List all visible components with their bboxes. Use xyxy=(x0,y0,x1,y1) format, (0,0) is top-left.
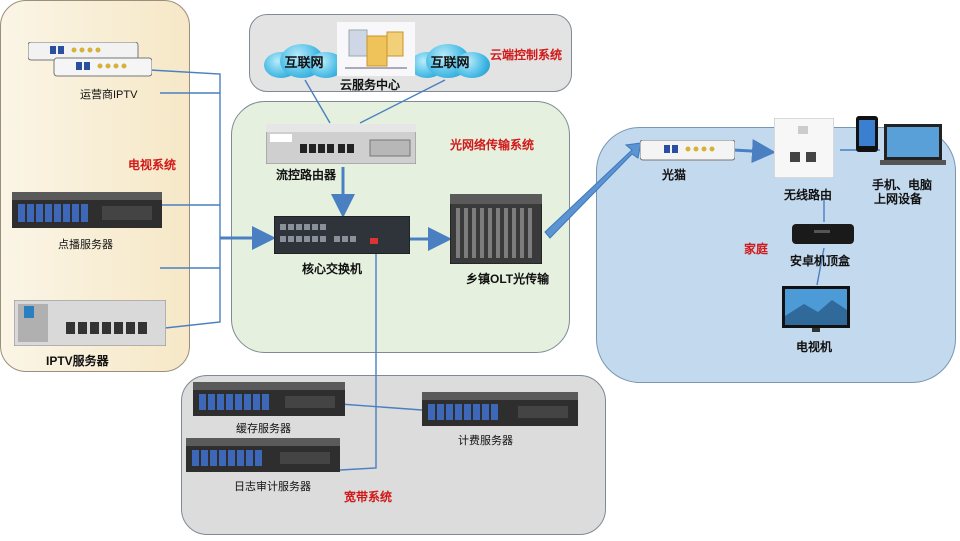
vod-server-label: 点播服务器 xyxy=(58,239,113,251)
iptv-server-label: IPTV服务器 xyxy=(46,354,109,368)
flow-router-icon xyxy=(265,123,417,169)
internet-left-label: 互联网 xyxy=(284,55,324,70)
phone-laptop-icon xyxy=(856,116,946,173)
billing-server-icon xyxy=(422,392,578,433)
internet-right-cloud-icon: 互联网 xyxy=(404,42,496,80)
wifi-router-icon xyxy=(773,117,835,183)
user-devices-label-line2: 上网设备 xyxy=(874,192,923,206)
home-label: 家庭 xyxy=(744,242,769,256)
iptv-operator-label: 运营商IPTV xyxy=(80,89,138,101)
log-server-icon xyxy=(186,438,340,479)
core-switch-label: 核心交换机 xyxy=(302,262,363,276)
billing-server-label: 计费服务器 xyxy=(458,435,513,447)
optical-system-label: 光网络传输系统 xyxy=(450,138,535,152)
cloud-system-label: 云端控制系统 xyxy=(490,48,563,62)
flow-router-label: 流控路由器 xyxy=(276,168,337,182)
internet-right-label: 互联网 xyxy=(430,55,470,70)
iptv-server-icon xyxy=(13,299,167,351)
core-switch-icon xyxy=(273,215,411,259)
onu-modem-icon xyxy=(639,139,736,167)
tv-system-label: 电视系统 xyxy=(128,158,177,172)
cloud-center-label: 云服务中心 xyxy=(340,78,401,92)
android-box-icon xyxy=(792,222,856,251)
user-devices-label-line1: 手机、电脑 xyxy=(872,178,933,192)
iptv-modem-icon xyxy=(27,41,153,83)
android-box-label: 安卓机顶盒 xyxy=(790,254,851,268)
vod-server-icon xyxy=(12,192,162,237)
broadband-system-label: 宽带系统 xyxy=(344,490,393,504)
onu-label: 光猫 xyxy=(662,168,687,182)
tv-icon xyxy=(782,286,852,339)
wifi-router-label: 无线路由 xyxy=(784,188,833,202)
olt-icon xyxy=(449,193,543,269)
tv-label: 电视机 xyxy=(796,340,833,354)
cache-server-icon xyxy=(193,382,345,423)
cache-server-label: 缓存服务器 xyxy=(236,423,291,435)
log-server-label: 日志审计服务器 xyxy=(234,481,311,493)
olt-label: 乡镇OLT光传输 xyxy=(466,272,550,286)
cloud-center-icon xyxy=(337,22,415,81)
